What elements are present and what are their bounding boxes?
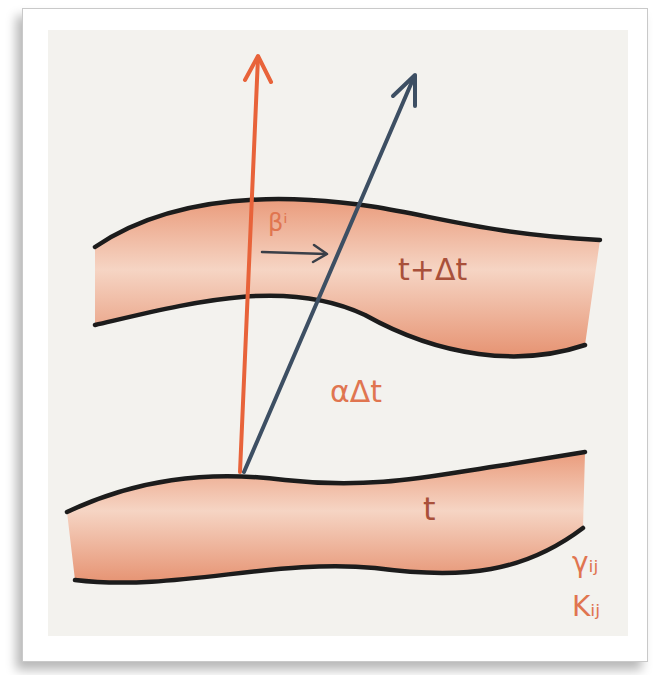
lapse-label: αΔt — [330, 375, 382, 408]
slice-time-label: t+Δt — [398, 253, 467, 286]
metric-label: γᵢⱼ — [572, 548, 598, 579]
curvature-label: Kᵢⱼ — [572, 592, 600, 623]
slice-outline — [80, 185, 605, 370]
spatial-slice: t — [55, 440, 595, 610]
arrow-head — [393, 75, 415, 106]
paper-ground: t+Δt t βⁱ αΔt γᵢⱼKᵢⱼ — [48, 30, 628, 636]
spatial-slice: t+Δt — [80, 185, 605, 370]
slice-outline — [55, 440, 595, 610]
shift-label: βⁱ — [268, 210, 288, 236]
slice-time-label: t — [423, 492, 436, 527]
arrow-head — [245, 56, 271, 82]
